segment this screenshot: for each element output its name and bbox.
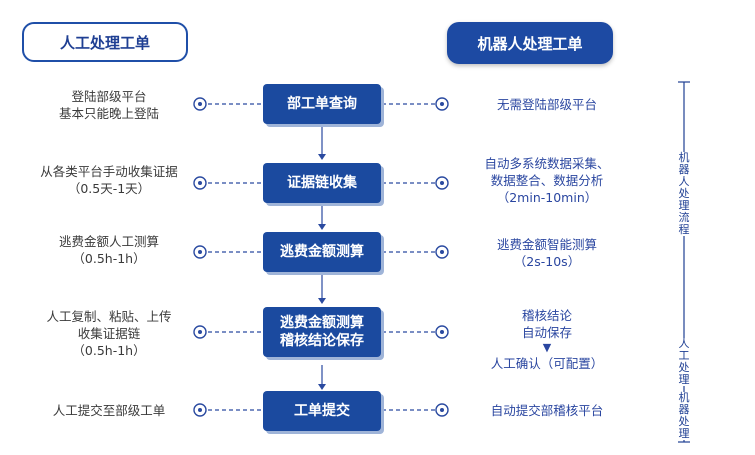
step-calc-save-line2: 稽核结论保存 xyxy=(280,333,364,349)
side-char: 人 xyxy=(678,337,690,350)
manual-step-3: 逃费金额人工测算 （0.5h-1h） xyxy=(20,233,198,267)
manual-step-2-line1: 从各类平台手动收集证据 xyxy=(40,164,178,179)
manual-step-4-line2: 收集证据链 xyxy=(77,326,141,341)
side-label-manual-proc: 人 工 处 理 xyxy=(677,338,691,386)
manual-step-3-line1: 逃费金额人工测算 xyxy=(58,234,159,249)
robot-step-5-line1: 自动提交部稽核平台 xyxy=(490,403,604,418)
step-calc-save: 逃费金额测算 稽核结论保存 xyxy=(263,307,381,357)
manual-step-5-line1: 人工提交至部级工单 xyxy=(52,403,166,418)
side-label-machine-proc: 机 器 处 理 xyxy=(677,392,691,440)
robot-step-2-line3: （2min-10min） xyxy=(496,190,598,205)
robot-step-3-line2: （2s-10s） xyxy=(513,254,581,269)
robot-step-2-line2: 数据整合、数据分析 xyxy=(490,173,604,188)
manual-step-4-line3: （0.5h-1h） xyxy=(72,343,146,358)
side-char: 器 xyxy=(678,163,690,176)
side-char: 工 xyxy=(678,349,690,362)
header-manual: 人工处理工单 xyxy=(22,22,188,62)
manual-step-4-line1: 人工复制、粘贴、上传 xyxy=(46,309,172,324)
side-char: 流 xyxy=(678,211,690,224)
side-char: 机 xyxy=(678,151,690,164)
robot-step-3-line1: 逃费金额智能测算 xyxy=(496,237,597,252)
manual-step-2: 从各类平台手动收集证据 （0.5天-1天） xyxy=(20,163,198,197)
header-robot: 机器人处理工单 xyxy=(447,22,613,64)
robot-step-2-line1: 自动多系统数据采集、 xyxy=(484,156,610,171)
step-ticket-submit: 工单提交 xyxy=(263,391,381,431)
manual-step-5: 人工提交至部级工单 xyxy=(20,402,198,419)
robot-step-4-line1: 稽核结论 xyxy=(521,308,572,323)
side-char: 处 xyxy=(678,361,690,374)
side-char: 机 xyxy=(678,391,690,404)
robot-step-3: 逃费金额智能测算 （2s-10s） xyxy=(452,236,642,270)
step-evidence-collect: 证据链收集 xyxy=(263,163,381,203)
manual-step-1: 登陆部级平台 基本只能晚上登陆 xyxy=(20,88,198,122)
step-calc-save-line1: 逃费金额测算 xyxy=(280,315,364,331)
manual-step-4: 人工复制、粘贴、上传 收集证据链 （0.5h-1h） xyxy=(20,308,198,359)
side-label-robot-flow: 机 器 人 处 理 流 程 xyxy=(677,152,691,236)
robot-step-1-line1: 无需登陆部级平台 xyxy=(496,97,597,112)
side-char: 器 xyxy=(678,403,690,416)
manual-step-1-line2: 基本只能晚上登陆 xyxy=(58,106,159,121)
side-char: 处 xyxy=(678,187,690,200)
manual-step-1-line1: 登陆部级平台 xyxy=(71,89,147,104)
side-char: 处 xyxy=(678,415,690,428)
step-amount-calc: 逃费金额测算 xyxy=(263,232,381,272)
manual-step-3-line2: （0.5h-1h） xyxy=(72,251,146,266)
side-char: 理 xyxy=(678,373,690,386)
step-ticket-query: 部工单查询 xyxy=(263,84,381,124)
robot-step-4-line3: 人工确认（可配置） xyxy=(490,356,604,371)
side-char: 程 xyxy=(678,223,690,236)
side-char: 理 xyxy=(678,427,690,440)
side-char: 理 xyxy=(678,199,690,212)
down-arrow-icon: ▼ xyxy=(542,341,552,354)
robot-step-4: 稽核结论 自动保存 ▼ 人工确认（可配置） xyxy=(452,307,642,372)
manual-step-2-line2: （0.5天-1天） xyxy=(67,181,151,196)
side-char: 人 xyxy=(678,175,690,188)
robot-step-2: 自动多系统数据采集、 数据整合、数据分析 （2min-10min） xyxy=(452,155,642,206)
robot-step-5: 自动提交部稽核平台 xyxy=(452,402,642,419)
robot-step-4-line2: 自动保存 xyxy=(521,325,572,340)
robot-step-1: 无需登陆部级平台 xyxy=(452,96,642,113)
